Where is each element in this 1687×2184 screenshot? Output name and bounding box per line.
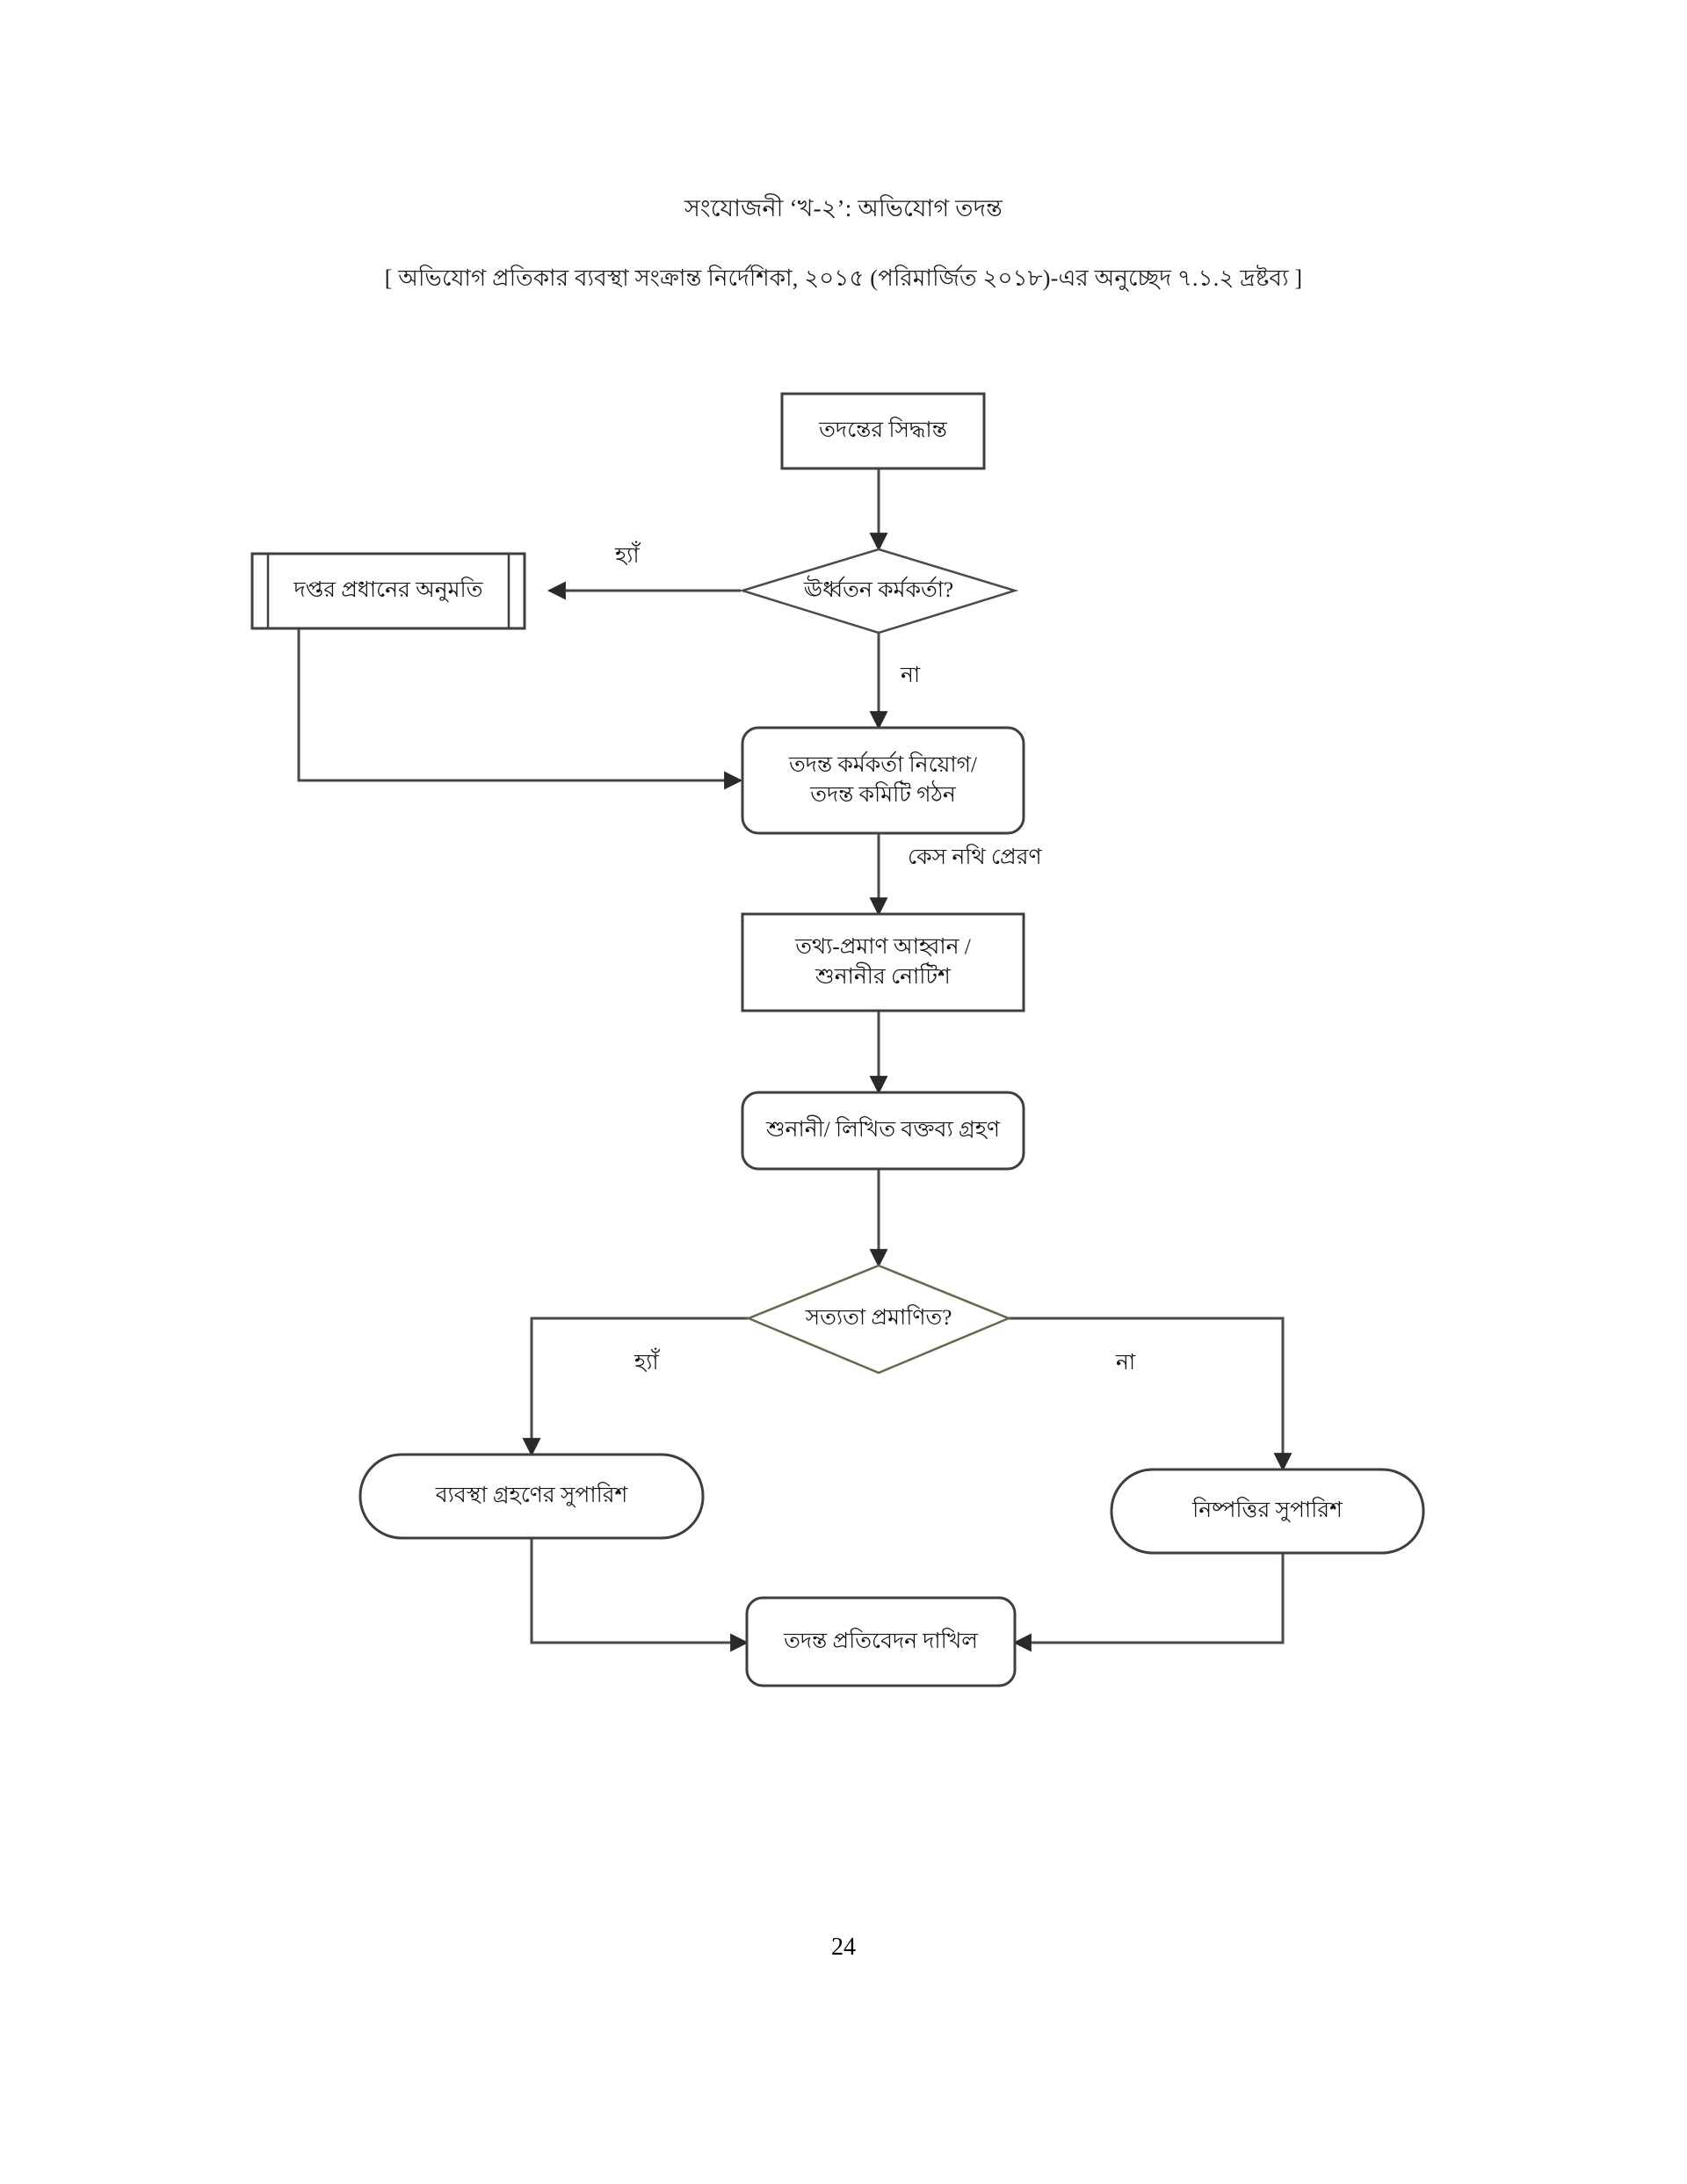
edge-label-senior-no: না — [901, 664, 921, 687]
node-evidence-call-hearing-notice[interactable] — [741, 912, 1025, 1012]
page-title: সংযোজনী ‘খ-২’: অভিযোগ তদন্ত — [684, 195, 1003, 221]
connector-proven-no-to-settlement — [1006, 1317, 1292, 1472]
node-appoint-investigating-officer[interactable] — [741, 726, 1025, 835]
node-investigation-decision[interactable] — [780, 392, 986, 470]
connector-action-to-report — [530, 1538, 749, 1652]
edge-label-senior-yes: হ্যাঁ — [615, 544, 640, 568]
connector-settlement-to-report — [1012, 1553, 1285, 1652]
connector-group — [297, 468, 1292, 1652]
node-hearing-written-statement[interactable] — [741, 1091, 1025, 1171]
edge-label-case-file-transfer: কেস নথি প্রেরণ — [908, 845, 1042, 869]
node-truth-proven-decision[interactable] — [745, 1264, 1012, 1375]
node-submit-investigation-report[interactable] — [745, 1596, 1017, 1687]
page-subtitle-reference: [ অভিযোগ প্রতিকার ব্যবস্থা সংক্রান্ত নির… — [384, 265, 1303, 291]
node-recommend-settlement[interactable] — [1110, 1468, 1425, 1555]
connector-proven-yes-to-action — [522, 1317, 751, 1457]
edge-label-proven-yes: হ্যাঁ — [634, 1351, 659, 1375]
connector-permission-to-appointment — [297, 628, 743, 790]
node-recommend-action[interactable] — [358, 1453, 705, 1540]
page-number: 24 — [831, 1934, 856, 1961]
node-office-head-permission[interactable] — [250, 552, 526, 630]
node-senior-officer-decision[interactable] — [738, 548, 1019, 635]
edge-label-proven-no: না — [1116, 1351, 1136, 1375]
